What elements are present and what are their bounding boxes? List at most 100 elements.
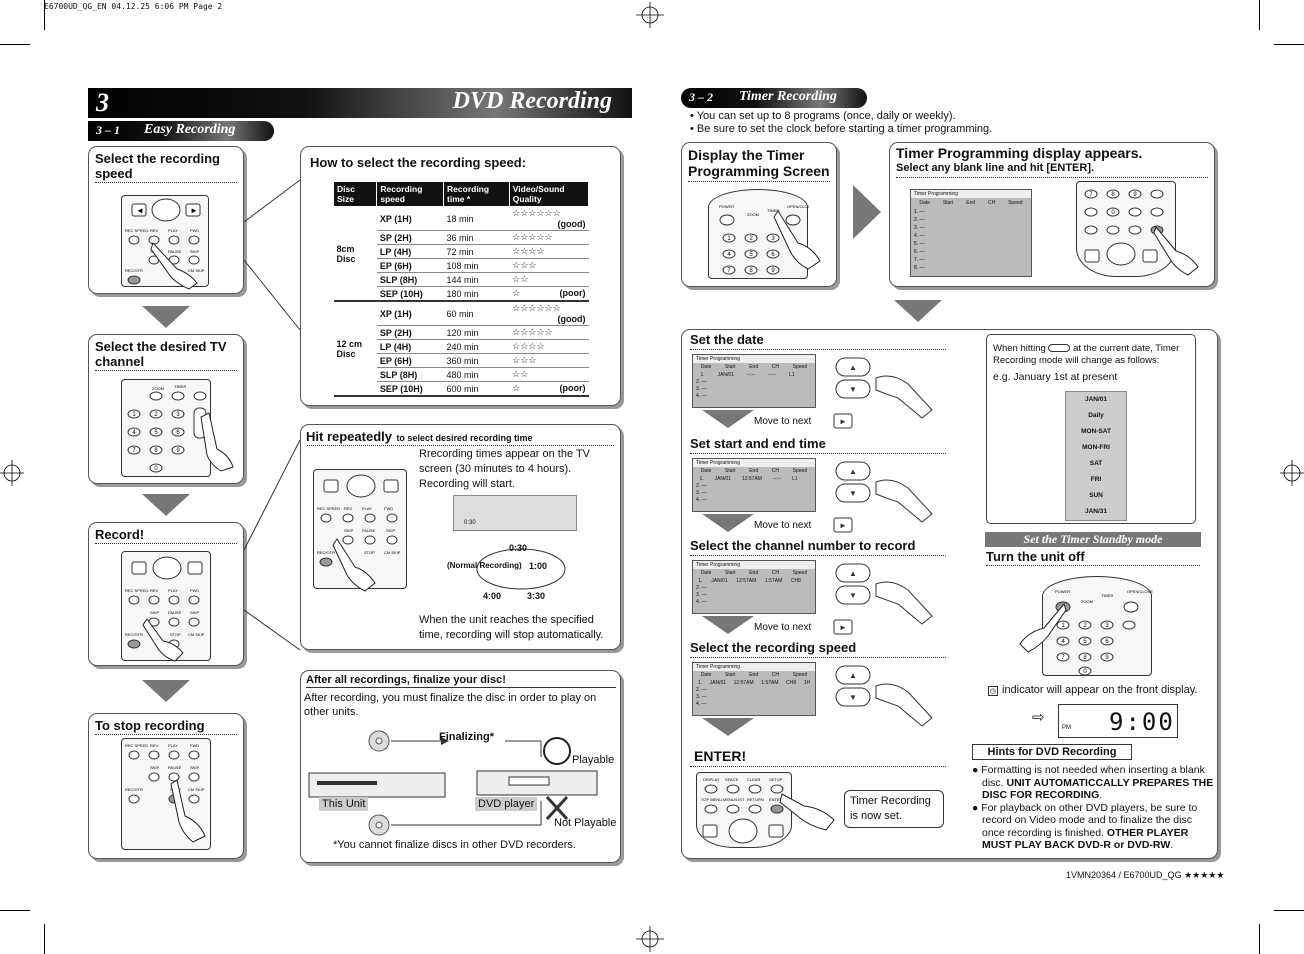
quality-stars: ☆☆☆☆☆ [512, 327, 552, 337]
time-cell: 108 min [444, 259, 510, 273]
not-playable-label: Not Playable [554, 817, 616, 829]
divider [690, 766, 946, 767]
hints-title: Hints for DVD Recording [972, 744, 1132, 760]
bullet-text: Be sure to set the clock before starting… [697, 123, 992, 135]
svg-text:►: ► [839, 521, 847, 530]
time-cell: 60 min [444, 301, 510, 326]
stars-cell: ☆☆☆ [509, 259, 588, 273]
arrow-right-icon: ⇨ [1032, 708, 1045, 726]
screen-row: 1.JAN/0112:57AM1:57AMCH81H [693, 679, 815, 687]
svg-text:REC SPEED: REC SPEED [317, 506, 340, 511]
step-select-speed: Select the recording speed ◄ ► REC SPEED… [88, 146, 244, 294]
col-label: Date [701, 570, 712, 576]
subsection-title: Easy Recording [144, 122, 235, 138]
crop-mark [0, 44, 30, 45]
hit-title: Hit repeatedly [306, 429, 392, 444]
down-arrow-icon [702, 718, 754, 738]
screen-cell: JAN/01 [711, 578, 727, 584]
screen-cell: 12:57AM [734, 680, 754, 686]
col-label: End [749, 364, 758, 370]
indicator-note: ◷indicator will appear on the front disp… [988, 684, 1197, 696]
divider [95, 182, 237, 183]
pointing-hand-icon [1152, 223, 1212, 283]
mode-cycle-item: JAN/31 [1066, 504, 1126, 520]
move-next-label: Move to next [754, 416, 811, 427]
speed-table-panel: How to select the recording speed: Disc … [300, 146, 621, 406]
hint-intro-a: When hitting [993, 343, 1046, 354]
hit-repeatedly-panel: Hit repeatedly to select desired recordi… [300, 424, 621, 650]
step-enter: ENTER! [694, 748, 746, 764]
quality-stars: ☆☆ [512, 274, 528, 284]
col-quality: Video/Sound Quality [509, 182, 588, 207]
quality-stars: ☆☆☆☆ [512, 341, 544, 351]
divider [306, 687, 616, 688]
svg-text:▲: ▲ [849, 569, 857, 578]
mode-cycle-item: SUN [1066, 488, 1126, 504]
hit-subtitle: to select desired recording time [396, 433, 532, 443]
subsection-banner: 3 – 2 Timer Recording [681, 88, 867, 108]
col-label: CH [772, 468, 779, 474]
col-label: Date [701, 468, 712, 474]
svg-text:PAUSE: PAUSE [168, 765, 182, 770]
col-label: Date [701, 364, 712, 370]
mode-cycle-item: MON-FRI [1066, 440, 1126, 456]
crop-mark [1274, 910, 1304, 911]
col-label: End [749, 672, 758, 678]
playable-label: Playable [572, 754, 614, 766]
svg-text:PLAY: PLAY [168, 743, 178, 748]
turn-off-label: Turn the unit off [986, 549, 1085, 564]
pointing-hand-icon [778, 790, 848, 840]
hint-item: ● For playback on other DVD players, be … [972, 802, 1216, 852]
divider [690, 349, 946, 350]
time-cell: 600 min [444, 382, 510, 397]
svg-text:TIMER: TIMER [174, 384, 187, 389]
screen-title: Timer Programming [693, 561, 815, 569]
col-label: Speed [793, 468, 807, 474]
pointing-hand-icon [1008, 600, 1068, 654]
svg-text:POWER: POWER [1055, 589, 1070, 594]
quality-stars: ☆☆☆☆☆☆ [512, 208, 560, 218]
col-label: Date [919, 200, 930, 206]
down-arrow-icon [702, 616, 754, 636]
finalize-panel: After all recordings, finalize your disc… [300, 670, 621, 863]
speed-panel-title: How to select the recording speed: [310, 155, 526, 170]
screen-cell: CH8 [791, 578, 801, 584]
step-set-date: Set the date [690, 332, 764, 347]
svg-text:▼: ▼ [849, 693, 857, 702]
divider [95, 370, 237, 371]
table-row: 8cm DiscXP (1H)18 min☆☆☆☆☆☆(good) [334, 207, 589, 231]
svg-text:REC SPEED: REC SPEED [125, 228, 148, 233]
mode-cycle-item: Daily [1066, 408, 1126, 424]
time-cell: 120 min [444, 326, 510, 340]
subsection-number: 3 – 1 [96, 123, 120, 138]
pointing-hand-icon [149, 239, 209, 291]
svg-text:POWER: POWER [719, 204, 734, 209]
time-cell: 180 min [444, 287, 510, 302]
quality-stars: ☆ [512, 383, 520, 393]
front-display: PM 9:00 [1058, 704, 1178, 738]
screen-cell: JAN/01 [715, 476, 731, 482]
down-arrow-icon [142, 680, 190, 702]
time-cell: 18 min [444, 207, 510, 231]
screen-row: 1.JAN/0112:57AM1:57AMCH8 [693, 577, 815, 585]
col-label: Start [725, 672, 736, 678]
crop-mark [0, 910, 30, 911]
svg-text:ZOOM: ZOOM [747, 212, 759, 217]
stars-cell: ☆☆☆☆☆☆(good) [509, 207, 588, 231]
screen-cell: --:-- [747, 372, 755, 378]
indicator-text: indicator will appear on the front displ… [1002, 684, 1197, 696]
timer-display-panel: Timer Programming display appears. Selec… [889, 142, 1215, 287]
subsection-title: Timer Recording [739, 89, 837, 105]
svg-text:DISPLAY: DISPLAY [703, 777, 720, 782]
footer-code: 1VMN20364 / E6700UD_QG ★★★★★ [1066, 870, 1224, 881]
osd-time: 0:30 [464, 520, 476, 526]
disc-size-cell: 8cm Disc [334, 207, 377, 302]
registration-mark [636, 926, 664, 952]
svg-text:▲: ▲ [849, 671, 857, 680]
crop-mark [44, 0, 45, 30]
screen-title: Timer Programming [693, 355, 815, 363]
time-cell: 72 min [444, 245, 510, 259]
subsection-banner: 3 – 1 Easy Recording [88, 121, 274, 141]
